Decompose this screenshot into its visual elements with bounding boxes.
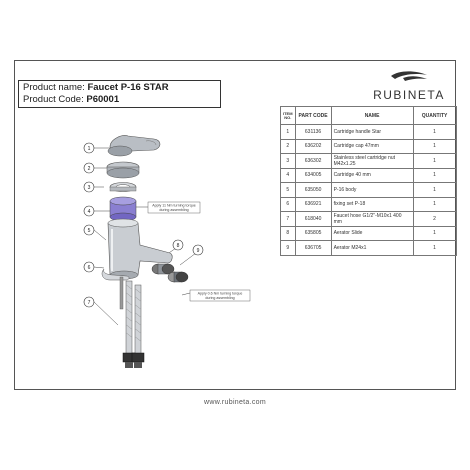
- header-quantity: QUANTITY: [412, 106, 457, 125]
- part-code: 634005: [294, 167, 332, 183]
- product-name-value: Faucet P-16 STAR: [87, 82, 169, 93]
- table-row: 6 636921 fixing set P-18 1: [280, 196, 457, 212]
- item-no: 7: [280, 211, 296, 227]
- part-code: 635050: [294, 182, 332, 198]
- svg-text:9: 9: [197, 248, 200, 254]
- part-name: Faucet hose G1/2"-M10x1 400 mm: [330, 211, 414, 227]
- product-header: Product name: Faucet P-16 STAR Product C…: [18, 80, 221, 108]
- part-code: 636921: [294, 196, 332, 212]
- quantity: 1: [412, 138, 457, 154]
- part-code: 636705: [294, 240, 332, 256]
- callout-3: 3: [83, 181, 95, 193]
- faucet-hoses-part: [122, 280, 145, 368]
- svg-text:during assembling: during assembling: [205, 296, 234, 300]
- svg-text:6: 6: [88, 265, 91, 271]
- svg-text:3: 3: [88, 185, 91, 191]
- table-row: 7 618040 Faucet hose G1/2"-M10x1 400 mm …: [280, 211, 457, 227]
- callout-9: 9: [192, 244, 204, 256]
- part-code: 636202: [294, 138, 332, 154]
- part-code: 636302: [294, 153, 332, 169]
- quantity: 1: [412, 240, 457, 256]
- quantity: 1: [412, 225, 457, 241]
- part-name: P-16 body: [330, 182, 414, 198]
- table-row: 5 635050 P-16 body 1: [280, 182, 457, 198]
- quantity: 1: [412, 153, 457, 169]
- product-code-label: Product Code:: [23, 94, 84, 105]
- aerator-part: [167, 271, 189, 283]
- header-name: NAME: [330, 106, 414, 125]
- quantity: 1: [412, 124, 457, 140]
- rubineta-logo-icon: [391, 71, 427, 81]
- item-no: 8: [280, 225, 296, 241]
- cartridge-cap-part: [106, 161, 140, 179]
- quantity: 1: [412, 167, 457, 183]
- product-name-label: Product name:: [23, 82, 85, 93]
- faucet-body-part: [107, 218, 173, 280]
- svg-text:Apply 0.6 Nm turning torque: Apply 0.6 Nm turning torque: [198, 292, 243, 296]
- table-row: 8 635805 Aerator Slide 1: [280, 225, 457, 241]
- callout-4: 4: [83, 205, 95, 217]
- table-row: 9 636705 Aerator M24x1 1: [280, 240, 457, 256]
- quantity: 1: [412, 196, 457, 212]
- table-row: 1 631136 Cartridge handle Star 1: [280, 124, 457, 140]
- footer-url[interactable]: www.rubineta.com: [204, 399, 266, 406]
- item-no: 6: [280, 196, 296, 212]
- svg-text:during assembling: during assembling: [159, 208, 188, 212]
- item-no: 2: [280, 138, 296, 154]
- cartridge-handle-part: [107, 135, 161, 157]
- table-header-row: ITEM NO. PART CODE NAME QUANTITY: [280, 106, 457, 125]
- torque-note-upper: Apply 11 Nm turning torque during assemb…: [147, 201, 201, 214]
- callout-8: 8: [172, 239, 184, 251]
- callout-5: 5: [83, 224, 95, 236]
- item-no: 1: [280, 124, 296, 140]
- item-no: 9: [280, 240, 296, 256]
- parts-table: ITEM NO. PART CODE NAME QUANTITY 1 63113…: [280, 106, 457, 256]
- part-name: Aerator Slide: [330, 225, 414, 241]
- quantity: 2: [412, 211, 457, 227]
- header-part-code: PART CODE: [294, 106, 332, 125]
- part-name: fixing set P-18: [330, 196, 414, 212]
- svg-text:Apply 11 Nm turning torque: Apply 11 Nm turning torque: [152, 204, 195, 208]
- quantity: 1: [412, 182, 457, 198]
- product-code-value: P60001: [86, 94, 120, 105]
- item-no: 4: [280, 167, 296, 183]
- part-name: Cartridge cap 47mm: [330, 138, 414, 154]
- callout-2: 2: [83, 162, 95, 174]
- part-code: 631136: [294, 124, 332, 140]
- callout-6: 6: [83, 261, 95, 273]
- part-code: 635805: [294, 225, 332, 241]
- torque-note-lower: Apply 0.6 Nm turning torque during assem…: [189, 289, 251, 302]
- part-name: Aerator M24x1: [330, 240, 414, 256]
- brand-logo: RUBINETA: [369, 69, 449, 102]
- svg-text:2: 2: [88, 166, 91, 172]
- aerator-slide-part: [151, 263, 175, 275]
- part-name: Stainless steel cartridge nut M42x1.25: [330, 153, 414, 169]
- part-name: Cartridge 40 mm: [330, 167, 414, 183]
- product-name-line: Product name: Faucet P-16 STAR: [23, 82, 216, 94]
- callout-7: 7: [83, 296, 95, 308]
- header-item-no: ITEM NO.: [280, 106, 296, 125]
- brand-name: RUBINETA: [373, 88, 445, 102]
- exploded-view-diagram: 1 2 3 4 5 6 7 8 9 Apply 11 Nm turning to…: [83, 135, 251, 368]
- part-code: 618040: [294, 211, 332, 227]
- svg-text:1: 1: [88, 146, 91, 152]
- svg-text:5: 5: [88, 228, 91, 234]
- cartridge-part: [109, 196, 137, 222]
- table-row: 2 636202 Cartridge cap 47mm 1: [280, 138, 457, 154]
- part-name: Cartridge handle Star: [330, 124, 414, 140]
- svg-text:8: 8: [177, 243, 180, 249]
- svg-text:4: 4: [88, 209, 91, 215]
- item-no: 3: [280, 153, 296, 169]
- table-row: 4 634005 Cartridge 40 mm 1: [280, 167, 457, 183]
- cartridge-nut-part: [109, 182, 137, 192]
- fixing-set-part: [101, 268, 130, 310]
- svg-text:7: 7: [88, 300, 91, 306]
- table-row: 3 636302 Stainless steel cartridge nut M…: [280, 153, 457, 169]
- item-no: 5: [280, 182, 296, 198]
- callout-1: 1: [83, 142, 95, 154]
- product-code-line: Product Code: P60001: [23, 94, 216, 106]
